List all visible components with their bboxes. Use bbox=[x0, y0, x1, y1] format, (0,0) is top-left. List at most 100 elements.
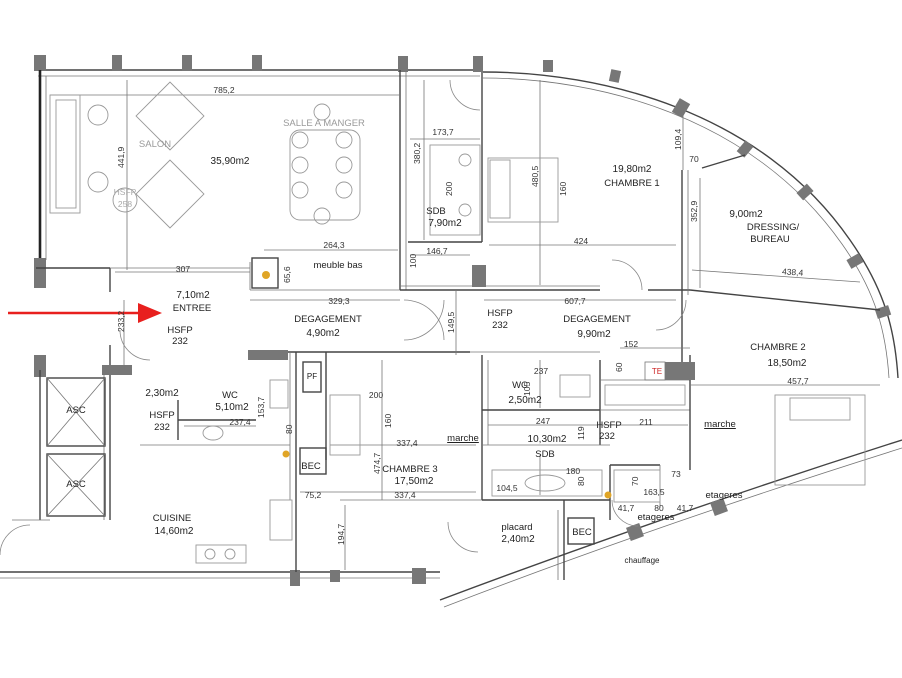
label-marche-1: marche bbox=[447, 433, 479, 444]
dim-80a: 80 bbox=[284, 424, 294, 434]
room-name-salon: SALON bbox=[138, 139, 172, 150]
dim-100: 100 bbox=[408, 253, 418, 268]
label-meuble-bas: meuble bas bbox=[313, 260, 363, 271]
dim-75: 75,2 bbox=[304, 490, 322, 500]
area-sdb1: 7,90m2 bbox=[428, 218, 462, 229]
dim-438: 438,4 bbox=[781, 266, 804, 278]
label-hsfp-degagement: HSFP bbox=[487, 308, 513, 319]
area-sdb2: 10,30m2 bbox=[527, 434, 567, 445]
room-name-salle-a-manger: SALLE A MANGER bbox=[283, 118, 365, 129]
dim-200a: 200 bbox=[444, 181, 454, 196]
area-placard: 2,40m2 bbox=[501, 534, 535, 545]
label-chauffage: chauffage bbox=[624, 556, 660, 565]
area-chambre1: 19,80m2 bbox=[612, 164, 652, 175]
label-hsfp-salon: HSFP bbox=[113, 187, 137, 197]
dim-41b: 41,7 bbox=[676, 503, 694, 513]
dim-173: 173,7 bbox=[432, 127, 454, 137]
label-bec-1: BEC bbox=[301, 461, 321, 472]
dim-119: 119 bbox=[576, 426, 586, 440]
label-te: TE bbox=[651, 367, 663, 376]
dim-785: 785,2 bbox=[213, 85, 235, 95]
door-swings bbox=[0, 79, 687, 556]
label-bec-2: BEC bbox=[572, 527, 592, 538]
label-hsfp-sdb: HSFP bbox=[596, 420, 622, 431]
room-name-dressing: DRESSING/ bbox=[746, 222, 800, 233]
label-hsfp-wc: HSFP bbox=[149, 410, 175, 421]
area-wc1: 5,10m2 bbox=[215, 402, 249, 413]
dim-194: 194,7 bbox=[336, 523, 346, 545]
dim-237b: 237,4 bbox=[229, 417, 251, 427]
dim-474: 474,7 bbox=[372, 452, 382, 474]
top-facade-wall bbox=[34, 55, 483, 77]
dim-160a: 160 bbox=[558, 181, 568, 196]
label-232-sdb: 232 bbox=[599, 431, 615, 442]
dim-337b: 337,4 bbox=[394, 490, 416, 500]
label-marche-2: marche bbox=[704, 419, 736, 430]
dim-70b: 70 bbox=[630, 476, 640, 486]
dim-60: 60 bbox=[614, 362, 624, 372]
dim-457: 457,7 bbox=[787, 376, 809, 386]
room-name-chambre1: CHAMBRE 1 bbox=[604, 178, 660, 189]
dim-180: 180 bbox=[565, 466, 581, 476]
bottom-facade-wall bbox=[0, 439, 902, 608]
room-name-wc1: WC bbox=[222, 390, 238, 401]
label-asc-1: ASC bbox=[66, 405, 86, 416]
room-name-degagement2: DEGAGEMENT bbox=[563, 314, 631, 325]
label-258: 258 bbox=[117, 199, 133, 209]
dim-41a: 41,7 bbox=[617, 503, 635, 513]
dim-441: 441,9 bbox=[116, 146, 126, 168]
room-name-placard: placard bbox=[501, 522, 533, 533]
dim-607: 607,7 bbox=[564, 296, 586, 306]
dim-80b: 80 bbox=[576, 476, 586, 486]
room-name-sdb1: SDB bbox=[426, 206, 446, 217]
left-walls bbox=[12, 70, 132, 521]
dim-424: 424 bbox=[573, 236, 589, 246]
dim-152: 152 bbox=[623, 339, 639, 349]
dim-337a: 337,4 bbox=[396, 438, 418, 448]
dim-105: 105 bbox=[522, 381, 532, 396]
room-name-bureau: BUREAU bbox=[750, 234, 790, 245]
dim-65: 65,6 bbox=[282, 266, 292, 283]
area-sejour: 35,90m2 bbox=[210, 156, 250, 167]
area-degagement1: 4,90m2 bbox=[306, 328, 340, 339]
label-asc-2: ASC bbox=[66, 479, 86, 490]
area-chambre2: 18,50m2 bbox=[767, 358, 807, 369]
dimension-lines bbox=[50, 80, 880, 570]
dim-149: 149,5 bbox=[446, 311, 456, 333]
curved-facade-wall bbox=[482, 60, 899, 379]
label-232-entree: 232 bbox=[172, 336, 188, 347]
dim-329: 329,3 bbox=[328, 296, 350, 306]
room-name-cuisine: CUISINE bbox=[152, 513, 192, 524]
area-dressing: 9,00m2 bbox=[729, 209, 763, 220]
room-name-entree: ENTREE bbox=[172, 303, 212, 314]
area-wc1-extra: 2,30m2 bbox=[145, 388, 179, 399]
dim-480: 480,5 bbox=[530, 165, 540, 187]
room-name-wc2: WC bbox=[512, 380, 528, 391]
area-entree: 7,10m2 bbox=[176, 290, 210, 301]
room-name-degagement1: DEGAGEMENT bbox=[294, 314, 362, 325]
dim-146: 146,7 bbox=[426, 246, 448, 256]
dim-104: 104,5 bbox=[496, 483, 518, 493]
dim-380: 380,2 bbox=[412, 142, 422, 164]
dim-200b: 200 bbox=[368, 390, 384, 400]
area-chambre3: 17,50m2 bbox=[394, 476, 434, 487]
dim-73: 73 bbox=[671, 469, 681, 479]
furniture bbox=[49, 81, 866, 564]
room-name-sdb2: SDB bbox=[535, 449, 555, 460]
dim-307: 307 bbox=[175, 264, 191, 274]
entry-arrow bbox=[8, 303, 162, 323]
dim-163: 163,5 bbox=[643, 487, 665, 497]
dim-247: 247 bbox=[535, 416, 551, 426]
label-232-wc: 232 bbox=[154, 422, 170, 433]
dim-237a: 237 bbox=[533, 366, 549, 376]
dim-160b: 160 bbox=[383, 413, 393, 428]
label-232-degagement: 232 bbox=[492, 320, 508, 331]
dim-233: 233,2 bbox=[116, 310, 126, 332]
area-wc2: 2,50m2 bbox=[508, 395, 542, 406]
area-cuisine: 14,60m2 bbox=[154, 526, 194, 537]
label-hsfp-entree: HSFP bbox=[167, 325, 193, 336]
dim-352: 352,9 bbox=[689, 200, 699, 222]
label-etageres-2: etageres bbox=[637, 512, 675, 523]
elevators bbox=[46, 377, 106, 517]
